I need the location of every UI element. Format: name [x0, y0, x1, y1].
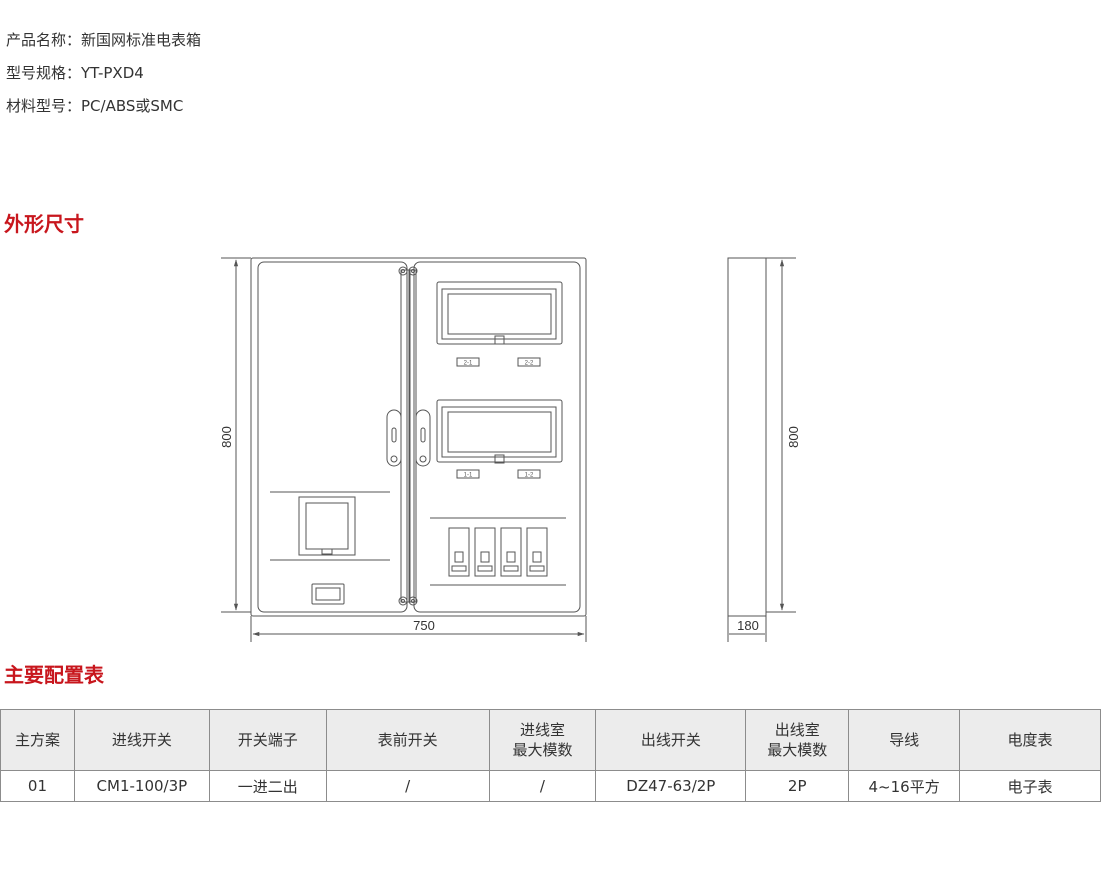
spec-label: 材料型号： [6, 97, 82, 115]
left-door [257, 261, 408, 613]
side-view-outline [727, 257, 767, 617]
meter-window-inner [305, 502, 349, 550]
breaker-label-2-2 [517, 357, 541, 367]
side-depth-label: 180 [737, 618, 759, 633]
table-cell: 2P [745, 770, 850, 802]
table-header-row: 主方案 进线开关 开关端子 表前开关 进线室 最大模数 出线开关 出线室 最大模… [0, 709, 1101, 771]
table-cell: DZ47-63/2P [595, 770, 747, 802]
side-depth-dimension [727, 616, 767, 642]
spec-value: 新国网标准电表箱 [81, 31, 202, 49]
spec-value: PC/ABS或SMC [81, 97, 184, 115]
breaker-label-1-2 [517, 469, 541, 479]
section-title-dimensions: 外形尺寸 [4, 212, 84, 236]
section-title-config: 主要配置表 [4, 663, 104, 687]
spec-label: 产品名称： [6, 31, 82, 49]
spec-label: 型号规格： [6, 64, 82, 82]
breaker-window-top-frame [436, 281, 563, 345]
table-row: 01 CM1-100/3P 一进二出 / / DZ47-63/2P 2P 4~1… [0, 770, 1101, 802]
meter-window-outer [298, 496, 356, 556]
config-table: 主方案 进线开关 开关端子 表前开关 进线室 最大模数 出线开关 出线室 最大模… [0, 709, 1101, 802]
spec-product-name: 产品名称：新国网标准电表箱 [6, 30, 201, 50]
table-cell: / [488, 770, 597, 802]
table-header-cell: 出线开关 [595, 709, 747, 771]
breaker-window-bottom-latch [494, 454, 505, 464]
breaker-label-text: 1-1 [464, 473, 473, 479]
outgoing-breakers [448, 527, 548, 577]
breaker-window-top-latch [494, 335, 505, 345]
hinge-screws [398, 266, 418, 606]
front-height-dimension [221, 257, 251, 613]
side-height-dimension [766, 257, 796, 613]
enclosure-outline [250, 257, 587, 617]
spec-value: YT-PXD4 [81, 64, 144, 82]
breaker-label-text: 2-1 [464, 361, 473, 367]
table-header-cell: 导线 [848, 709, 961, 771]
spec-model: 型号规格：YT-PXD4 [6, 63, 144, 83]
breaker-label-text: 2-2 [525, 361, 534, 367]
breaker-label-2-1 [456, 357, 480, 367]
front-height-label: 800 [219, 426, 234, 448]
breaker-label-text: 1-2 [525, 473, 534, 479]
side-height-label: 800 [786, 426, 801, 448]
table-cell: 4~16平方 [848, 770, 961, 802]
table-header-cell: 进线开关 [73, 709, 210, 771]
table-header-cell: 主方案 [0, 709, 75, 771]
table-header-cell: 开关端子 [208, 709, 327, 771]
front-width-label: 750 [413, 618, 435, 633]
table-cell: CM1-100/3P [73, 770, 210, 802]
cable-entry-plate [311, 583, 345, 605]
table-cell: 电子表 [959, 770, 1101, 802]
right-handle [415, 409, 431, 467]
table-cell: 01 [0, 770, 75, 802]
table-header-cell: 进线室 最大模数 [488, 709, 597, 771]
table-cell: / [325, 770, 490, 802]
right-door [413, 261, 581, 613]
meter-window-tab [321, 548, 333, 555]
spec-material: 材料型号：PC/ABS或SMC [6, 96, 183, 116]
table-header-cell: 表前开关 [325, 709, 490, 771]
table-header-cell: 电度表 [959, 709, 1101, 771]
left-handle [386, 409, 402, 467]
table-header-cell: 出线室 最大模数 [745, 709, 850, 771]
front-width-dimension [250, 616, 587, 642]
right-door-hinge-strip [409, 269, 417, 603]
breaker-window-bottom-frame [436, 399, 563, 463]
enclosure-drawing: 800 750 800 180 2-1 2-2 1-1 1-2 [219, 257, 801, 642]
table-cell: 一进二出 [208, 770, 327, 802]
breaker-label-1-1 [456, 469, 480, 479]
left-door-hinge-strip [400, 269, 410, 603]
